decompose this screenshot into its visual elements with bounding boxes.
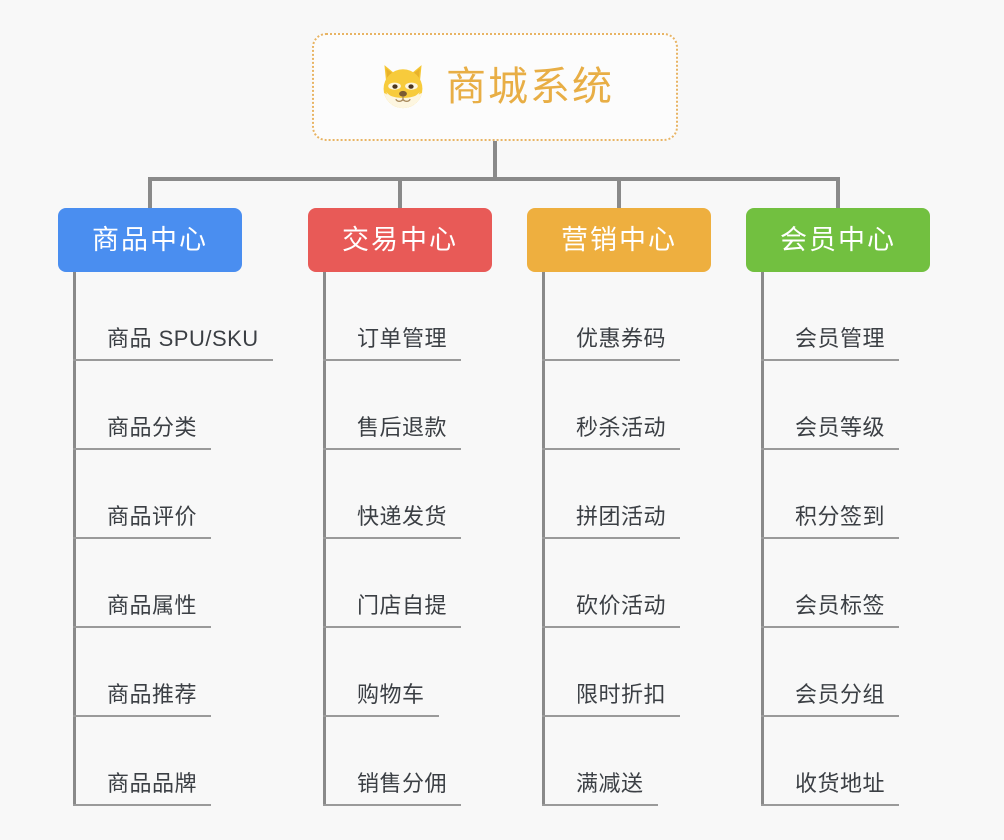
- leaf-label: 收货地址: [795, 770, 886, 796]
- leaf-label: 会员管理: [795, 325, 886, 351]
- leaf-label: 商品品牌: [107, 770, 198, 796]
- leaf-label: 售后退款: [357, 414, 448, 440]
- leaf-label: 商品 SPU/SKU: [107, 325, 259, 351]
- leaf-item[interactable]: 销售分佣: [323, 717, 462, 806]
- leaf-item[interactable]: 商品属性: [73, 539, 212, 628]
- leaf-item[interactable]: 积分签到: [761, 450, 900, 539]
- leaf-item[interactable]: 拼团活动: [542, 450, 681, 539]
- leaf-label: 限时折扣: [576, 681, 667, 707]
- leaf-item[interactable]: 会员等级: [761, 361, 900, 450]
- root-title: 商城系统: [446, 65, 614, 109]
- leaf-item[interactable]: 商品 SPU/SKU: [73, 272, 273, 361]
- leaf-item[interactable]: 会员管理: [761, 272, 900, 361]
- leaf-item[interactable]: 门店自提: [323, 539, 462, 628]
- leaf-item[interactable]: 优惠券码: [542, 272, 681, 361]
- leaf-item[interactable]: 售后退款: [323, 361, 462, 450]
- leaf-label: 秒杀活动: [576, 414, 667, 440]
- category-label: 交易中心: [342, 224, 458, 255]
- branch-spine: [323, 272, 326, 806]
- leaf-label: 商品属性: [107, 592, 198, 618]
- category-drop-connector-2: [398, 177, 402, 210]
- leaf-label: 商品分类: [107, 414, 198, 440]
- leaf-item[interactable]: 秒杀活动: [542, 361, 681, 450]
- leaf-label: 优惠券码: [576, 325, 667, 351]
- leaf-item[interactable]: 购物车: [323, 628, 439, 717]
- leaf-item[interactable]: 商品分类: [73, 361, 212, 450]
- leaf-label: 会员标签: [795, 592, 886, 618]
- branch-spine: [761, 272, 764, 806]
- category-label: 营销中心: [561, 224, 677, 255]
- category-box-营销中心[interactable]: 营销中心: [527, 208, 711, 272]
- leaf-label: 拼团活动: [576, 503, 667, 529]
- category-box-商品中心[interactable]: 商品中心: [58, 208, 242, 272]
- leaf-item[interactable]: 订单管理: [323, 272, 462, 361]
- leaf-label: 砍价活动: [576, 592, 667, 618]
- leaf-label: 商品评价: [107, 503, 198, 529]
- category-box-会员中心[interactable]: 会员中心: [746, 208, 930, 272]
- branch-spine: [73, 272, 76, 806]
- leaf-item[interactable]: 满减送: [542, 717, 658, 806]
- branch-spine: [542, 272, 545, 806]
- root-stem-connector: [493, 141, 497, 179]
- leaf-label: 会员分组: [795, 681, 886, 707]
- category-drop-connector-1: [148, 177, 152, 210]
- leaf-label: 销售分佣: [357, 770, 448, 796]
- leaf-item[interactable]: 收货地址: [761, 717, 900, 806]
- leaf-item[interactable]: 商品品牌: [73, 717, 212, 806]
- leaf-item[interactable]: 限时折扣: [542, 628, 681, 717]
- category-bus-connector: [148, 177, 840, 181]
- leaf-item[interactable]: 商品评价: [73, 450, 212, 539]
- leaf-item[interactable]: 砍价活动: [542, 539, 681, 628]
- root-node[interactable]: 商城系统: [312, 33, 678, 141]
- leaf-label: 订单管理: [357, 325, 448, 351]
- category-label: 会员中心: [780, 224, 896, 255]
- leaf-item[interactable]: 会员标签: [761, 539, 900, 628]
- leaf-label: 快递发货: [357, 503, 448, 529]
- category-drop-connector-4: [836, 177, 840, 210]
- leaf-item[interactable]: 商品推荐: [73, 628, 212, 717]
- leaf-label: 门店自提: [357, 592, 448, 618]
- leaf-item[interactable]: 快递发货: [323, 450, 462, 539]
- leaf-label: 满减送: [576, 770, 644, 796]
- shiba-dog-face-icon: [383, 65, 423, 109]
- leaf-label: 商品推荐: [107, 681, 198, 707]
- category-label: 商品中心: [92, 224, 208, 255]
- leaf-label: 会员等级: [795, 414, 886, 440]
- category-drop-connector-3: [617, 177, 621, 210]
- leaf-label: 购物车: [357, 681, 425, 707]
- category-box-交易中心[interactable]: 交易中心: [308, 208, 492, 272]
- leaf-label: 积分签到: [795, 503, 886, 529]
- leaf-item[interactable]: 会员分组: [761, 628, 900, 717]
